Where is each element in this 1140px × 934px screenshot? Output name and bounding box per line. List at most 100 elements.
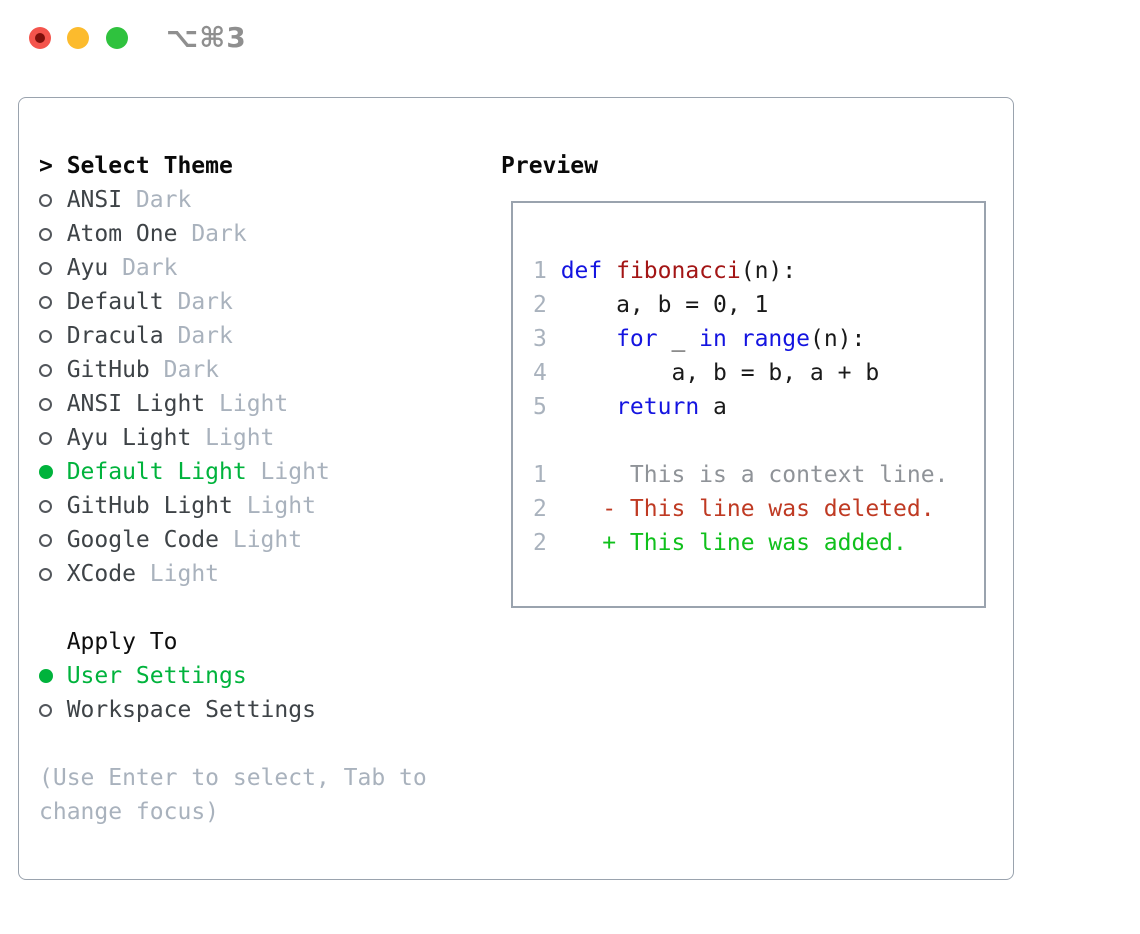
code-line: 1 This is a context line.	[533, 458, 984, 492]
code-token-plain: _	[657, 326, 700, 352]
theme-name: ANSI	[66, 187, 123, 213]
theme-list-heading: > Select Theme	[39, 149, 453, 183]
code-token-keyword: in	[699, 326, 727, 352]
radio-icon	[39, 421, 67, 455]
code-line: 4 a, b = b, a + b	[533, 356, 984, 390]
radio-icon	[39, 523, 67, 557]
code-token-deleted: - This line was deleted.	[560, 496, 935, 522]
theme-name: Default	[66, 289, 164, 315]
zoom-button[interactable]	[106, 27, 128, 49]
theme-name: Ayu Light	[66, 425, 192, 451]
code-token-plain: (n):	[740, 258, 797, 284]
line-number	[533, 424, 547, 458]
code-token-plain	[561, 390, 616, 424]
code-token-plain	[602, 254, 616, 288]
theme-option-default[interactable]: Default Dark	[39, 285, 453, 319]
theme-option-ansi-light[interactable]: ANSI Light Light	[39, 387, 453, 421]
theme-option-ayu-light[interactable]: Ayu Light Light	[39, 421, 453, 455]
radio-icon	[39, 557, 67, 591]
code-line: 5 return a	[533, 390, 984, 424]
radio-icon	[39, 285, 67, 319]
theme-variant: Light	[205, 391, 289, 417]
theme-variant: Dark	[163, 323, 233, 349]
preview-title: Preview	[501, 153, 598, 179]
theme-name: Atom One	[66, 221, 178, 247]
code-line: 2 + This line was added.	[533, 526, 984, 560]
code-token-keyword: for	[616, 326, 658, 352]
apply-to-title: Apply To	[66, 629, 178, 655]
code-token-function: fibonacci	[616, 258, 741, 284]
selection-pointer-icon: >	[39, 153, 53, 179]
line-number: 1	[533, 462, 547, 488]
code-token-context: This is a context line.	[560, 462, 949, 488]
theme-option-dracula[interactable]: Dracula Dark	[39, 319, 453, 353]
theme-variant: Dark	[163, 289, 233, 315]
radio-icon	[39, 183, 67, 217]
code-token-keyword: range	[740, 326, 810, 352]
theme-option-google-code[interactable]: Google Code Light	[39, 523, 453, 557]
theme-option-ayu[interactable]: Ayu Dark	[39, 251, 453, 285]
minimize-button[interactable]	[67, 27, 89, 49]
line-number: 5	[533, 394, 547, 420]
radio-icon	[39, 693, 67, 727]
theme-option-atom-one[interactable]: Atom One Dark	[39, 217, 453, 251]
theme-option-github[interactable]: GitHub Dark	[39, 353, 453, 387]
theme-option-default-light[interactable]: Default Light Light	[39, 455, 453, 489]
theme-option-ansi[interactable]: ANSI Dark	[39, 183, 453, 217]
theme-variant: Light	[246, 459, 330, 485]
radio-icon	[39, 489, 67, 523]
code-line: 3 for _ in range(n):	[533, 322, 984, 356]
theme-variant: Light	[232, 493, 316, 519]
theme-name: GitHub	[66, 357, 150, 383]
code-token-plain	[561, 322, 616, 356]
code-token-keyword: def	[560, 258, 603, 284]
theme-name: Google Code	[66, 527, 220, 553]
line-number: 2	[533, 292, 547, 318]
line-number: 3	[533, 326, 547, 352]
theme-variant: Dark	[122, 187, 192, 213]
code-token-keyword: return	[616, 394, 700, 420]
window-title: ⌥⌘3	[166, 21, 247, 54]
theme-variant: Light	[135, 561, 220, 587]
line-number: 2	[533, 530, 547, 556]
theme-name: GitHub Light	[66, 493, 233, 519]
apply-to-heading-row: Apply To	[39, 625, 453, 659]
code-line: 2 a, b = 0, 1	[533, 288, 984, 322]
theme-list-title: Select Theme	[66, 153, 233, 179]
line-number: 2	[533, 496, 547, 522]
radio-selected-icon	[39, 455, 67, 489]
close-button[interactable]	[29, 27, 51, 49]
help-text: (Use Enter to select, Tab to change focu…	[39, 765, 427, 825]
code-token-added: + This line was added.	[560, 530, 907, 556]
theme-name: Dracula	[66, 323, 164, 349]
theme-variant: Dark	[108, 255, 178, 281]
apply-option-user-settings[interactable]: User Settings	[39, 659, 453, 693]
radio-selected-icon	[39, 659, 67, 693]
theme-name: ANSI Light	[66, 391, 206, 417]
code-token-plain	[727, 322, 741, 356]
apply-option-workspace-settings[interactable]: Workspace Settings	[39, 693, 453, 727]
theme-variant: Dark	[149, 357, 220, 383]
code-token-plain: a	[699, 394, 727, 420]
theme-name: Default Light	[66, 459, 247, 485]
theme-variant: Dark	[177, 221, 247, 247]
code-line	[533, 424, 984, 458]
theme-option-xcode[interactable]: XCode Light	[39, 557, 453, 591]
line-number: 4	[533, 360, 547, 386]
theme-option-github-light[interactable]: GitHub Light Light	[39, 489, 453, 523]
radio-icon	[39, 319, 67, 353]
radio-icon	[39, 217, 67, 251]
radio-icon	[39, 387, 67, 421]
radio-icon	[39, 353, 67, 387]
apply-option-label: Workspace Settings	[66, 697, 316, 723]
code-token-plain: (n):	[809, 326, 866, 352]
radio-icon	[39, 251, 67, 285]
theme-name: XCode	[66, 561, 136, 587]
theme-variant: Light	[219, 527, 303, 553]
